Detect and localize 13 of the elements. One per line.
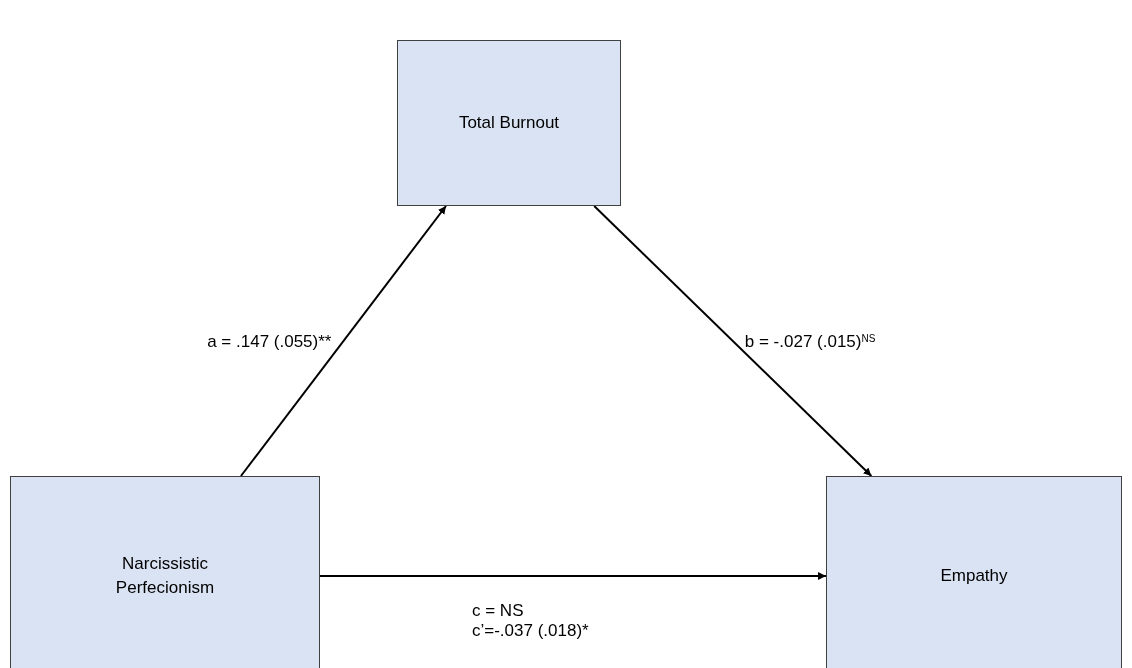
variable-box — [397, 40, 621, 206]
variable-name: Empathy — [940, 565, 1008, 588]
variable-name: Narcissistic Perfecionism — [114, 553, 216, 599]
path-coefficient: c = NS — [472, 600, 524, 622]
arrow — [239, 205, 447, 477]
variable-box — [10, 476, 320, 668]
edge-label: b = -.027 (.015)$^{NS}$ — [744, 331, 876, 353]
variable-name: Total Burnout — [458, 112, 560, 135]
variable-box — [826, 476, 1122, 668]
edge-label: a = .147 (.055)** — [207, 331, 332, 353]
path-coefficient: c’=-.037 (.018)* — [472, 620, 589, 642]
arrow — [319, 572, 827, 580]
arrow — [593, 205, 873, 477]
